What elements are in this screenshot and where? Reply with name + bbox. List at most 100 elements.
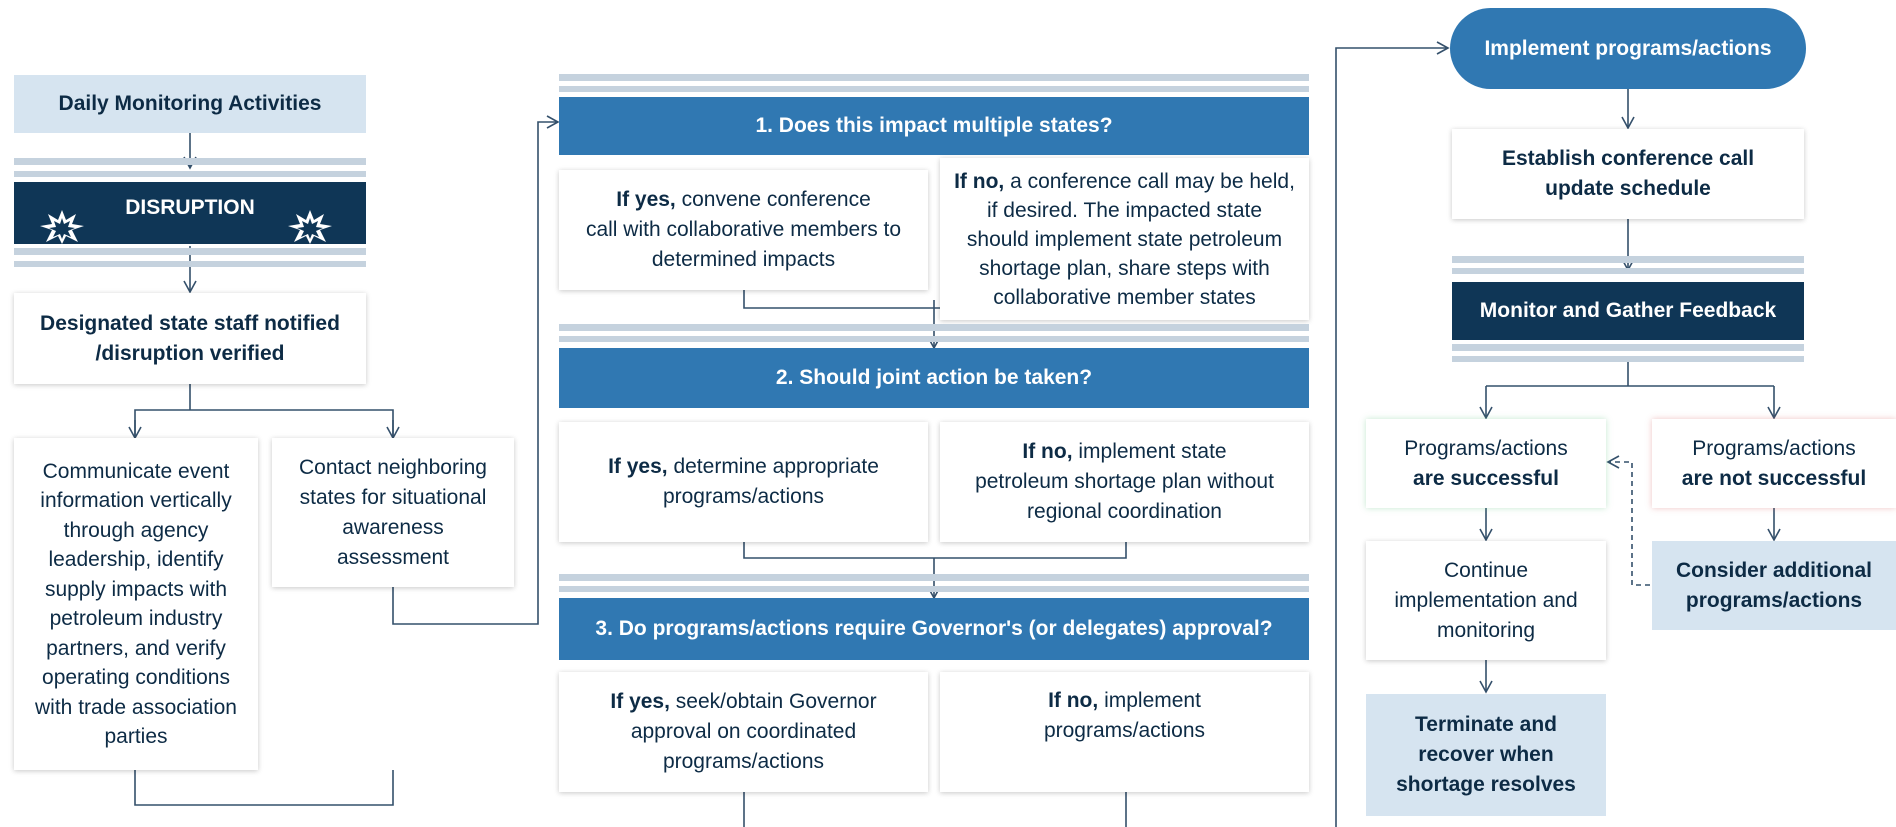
consider-line: Consider additional bbox=[1675, 558, 1872, 582]
designated-line: /disruption verified bbox=[95, 341, 285, 365]
communicate-line: parties bbox=[104, 725, 168, 748]
question-2-title: 2. Should joint action be taken? bbox=[775, 366, 1093, 389]
q3-no-line: programs/actions bbox=[1043, 719, 1206, 742]
q1-no-line: If no, a conference call may be held, bbox=[954, 167, 1295, 196]
question-3-bar: 3. Do programs/actions require Governor'… bbox=[559, 598, 1309, 660]
question-1-bar: 1. Does this impact multiple states? bbox=[559, 97, 1309, 155]
continue-line: Continue bbox=[1443, 558, 1529, 582]
designated-staff-box: Designated state staff notified /disrupt… bbox=[14, 293, 366, 384]
q1-no-text: a conference call may be held, bbox=[1010, 169, 1295, 193]
q3-yes-line: If yes, seek/obtain Governor bbox=[610, 687, 876, 717]
daily-monitoring-box: Daily Monitoring Activities bbox=[14, 75, 366, 133]
q2-yes-lead: If yes, bbox=[608, 455, 668, 478]
q1-no-lead: If no, bbox=[954, 169, 1005, 193]
contact-line: awareness bbox=[342, 515, 444, 539]
disruption-label: DISRUPTION bbox=[125, 196, 255, 219]
successful-line: are successful bbox=[1413, 466, 1559, 490]
communicate-line: petroleum industry bbox=[49, 607, 223, 630]
stripe bbox=[14, 261, 366, 267]
communicate-line: with trade association bbox=[35, 695, 237, 719]
stripe bbox=[1452, 344, 1804, 351]
terminate-line: shortage resolves bbox=[1396, 773, 1576, 796]
not-successful-line: Programs/actions bbox=[1692, 436, 1856, 460]
contact-line: states for situational bbox=[299, 485, 487, 509]
q1-yes-text: convene conference bbox=[681, 188, 871, 211]
q3-yes-box: If yes, seek/obtain Governor approval on… bbox=[559, 672, 928, 792]
q2-yes-text: determine appropriate bbox=[673, 455, 879, 478]
arrow-to-q1 bbox=[392, 115, 560, 625]
q2-no-line: petroleum shortage plan without bbox=[975, 470, 1274, 493]
q1-yes-lead: If yes, bbox=[616, 188, 676, 211]
contact-neighbors-box: Contact neighboring states for situation… bbox=[272, 438, 514, 587]
q1-no-line: shortage plan, share steps with bbox=[979, 256, 1270, 280]
monitor-label: Monitor and Gather Feedback bbox=[1479, 299, 1777, 322]
q3-no-line: If no, implement bbox=[1048, 686, 1201, 716]
contact-line: Contact neighboring bbox=[299, 455, 487, 479]
q1-yes-line: If yes, convene conference bbox=[616, 185, 871, 215]
q2-no-box: If no, implement state petroleum shortag… bbox=[940, 422, 1309, 542]
not-successful-box: Programs/actions are not successful bbox=[1652, 419, 1896, 508]
communicate-line: supply impacts with bbox=[44, 577, 228, 601]
contact-line: assessment bbox=[336, 545, 450, 569]
q3-yes-text: seek/obtain Governor bbox=[675, 690, 877, 713]
successful-line: Programs/actions bbox=[1404, 436, 1568, 460]
terminate-line: recover when bbox=[1418, 743, 1554, 766]
q1-yes-box: If yes, convene conference call with col… bbox=[559, 170, 928, 290]
stripe bbox=[1452, 256, 1804, 263]
question-2-bar: 2. Should joint action be taken? bbox=[559, 348, 1309, 408]
communicate-line: partners, and verify bbox=[46, 636, 226, 660]
q1-no-line: collaborative member states bbox=[993, 285, 1256, 309]
communicate-box: Communicate event information vertically… bbox=[14, 438, 258, 770]
explosion-icon bbox=[40, 210, 84, 244]
q1-yes-line: call with collaborative members to bbox=[585, 218, 902, 241]
stripe bbox=[1452, 356, 1804, 362]
q3-no-box: If no, implement programs/actions bbox=[940, 672, 1309, 792]
question-1-title: 1. Does this impact multiple states? bbox=[755, 114, 1113, 137]
establish-line: update schedule bbox=[1545, 177, 1711, 200]
continue-box: Continue implementation and monitoring bbox=[1366, 541, 1606, 660]
q3-yes-lead: If yes, bbox=[610, 690, 670, 713]
successful-box: Programs/actions are successful bbox=[1366, 419, 1606, 508]
consider-line: programs/actions bbox=[1685, 588, 1863, 612]
q1-yes-line: determined impacts bbox=[651, 248, 836, 271]
q3-yes-line: approval on coordinated bbox=[630, 720, 857, 743]
line-communicate-bottom bbox=[134, 770, 394, 806]
q2-no-lead: If no, bbox=[1022, 440, 1073, 463]
communicate-line: leadership, identify bbox=[48, 548, 224, 571]
stripe bbox=[559, 74, 1309, 81]
terminate-box: Terminate and recover when shortage reso… bbox=[1366, 694, 1606, 816]
q1-no-box: If no, a conference call may be held, if… bbox=[940, 158, 1309, 320]
stripe bbox=[559, 586, 1309, 592]
question-3-title: 3. Do programs/actions require Governor'… bbox=[595, 617, 1273, 640]
continue-line: monitoring bbox=[1436, 618, 1536, 642]
establish-call-box: Establish conference call update schedul… bbox=[1452, 129, 1804, 219]
implement-label: Implement programs/actions bbox=[1484, 36, 1772, 60]
arrow-to-implement bbox=[1335, 41, 1450, 827]
stripe bbox=[14, 158, 366, 165]
implement-programs-box: Implement programs/actions bbox=[1450, 8, 1806, 89]
q2-no-line: regional coordination bbox=[1027, 500, 1222, 523]
stripe bbox=[14, 171, 366, 177]
consider-additional-box: Consider additional programs/actions bbox=[1652, 541, 1896, 630]
not-successful-line: are not successful bbox=[1681, 466, 1867, 490]
monitor-feedback-box: Monitor and Gather Feedback bbox=[1452, 282, 1804, 340]
stripe bbox=[14, 248, 366, 255]
stripe bbox=[559, 336, 1309, 342]
q3-no-lead: If no, bbox=[1048, 689, 1099, 712]
dashed-arrow-consider-to-successful bbox=[1606, 455, 1650, 586]
line-q2-merge bbox=[743, 542, 1127, 559]
line-split bbox=[134, 409, 394, 437]
communicate-line: operating conditions bbox=[42, 666, 230, 689]
designated-line: Designated state staff notified bbox=[40, 311, 340, 335]
q3-no-text: implement bbox=[1104, 689, 1201, 712]
q2-yes-line: programs/actions bbox=[662, 485, 825, 508]
communicate-line: Communicate event bbox=[42, 459, 230, 483]
stripe bbox=[1452, 268, 1804, 274]
q2-yes-box: If yes, determine appropriate programs/a… bbox=[559, 422, 928, 542]
terminate-line: Terminate and bbox=[1415, 713, 1557, 736]
q1-no-line: should implement state petroleum bbox=[966, 227, 1283, 251]
stripe bbox=[559, 86, 1309, 92]
explosion-icon bbox=[288, 210, 332, 244]
stripe bbox=[559, 574, 1309, 581]
